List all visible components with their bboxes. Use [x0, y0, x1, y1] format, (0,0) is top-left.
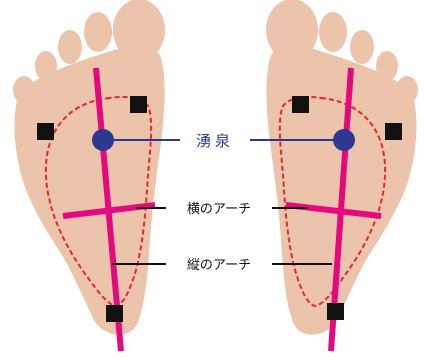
right-toe-2	[319, 12, 347, 52]
left-point-heel	[106, 305, 123, 322]
left-toe-2	[84, 12, 112, 52]
left-point-upper	[130, 96, 147, 113]
transverse-arch-label: 横のアーチ	[187, 202, 251, 217]
longitudinal-arch-label: 縦のアーチ	[187, 258, 251, 273]
yusen-label: 湧泉	[196, 132, 234, 150]
left-toe-3	[58, 30, 82, 64]
left-point-outer	[37, 123, 54, 140]
left-yusen-point	[92, 129, 114, 151]
right-foot	[266, 0, 418, 351]
right-toe-3	[350, 30, 374, 64]
left-sole	[15, 46, 165, 335]
left-foot	[13, 0, 165, 351]
right-point-upper	[292, 96, 309, 113]
right-yusen-point	[333, 129, 355, 151]
right-point-outer	[385, 123, 402, 140]
right-point-heel	[327, 303, 344, 320]
